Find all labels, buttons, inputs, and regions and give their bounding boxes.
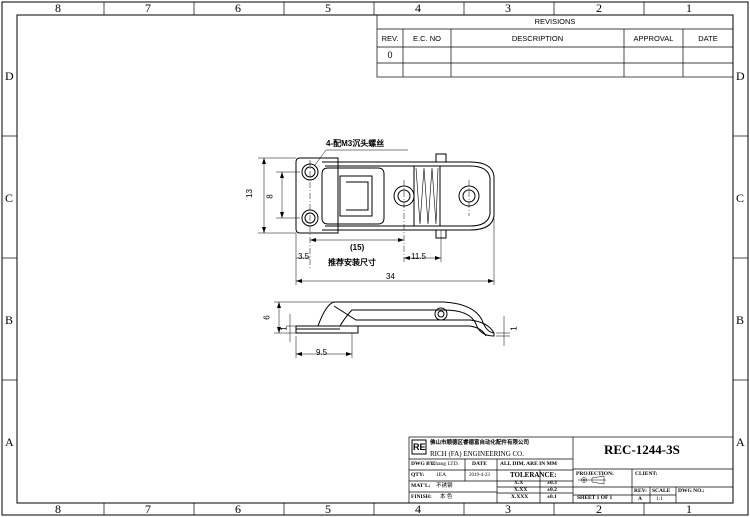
zone-left-c: C: [5, 191, 14, 205]
zone-top-1: 1: [686, 1, 692, 15]
zone-left-b: B: [5, 313, 14, 327]
zone-top-8: 8: [55, 1, 61, 15]
tolerance-label: TOLERANCE:: [510, 471, 557, 479]
dim-8: 8: [265, 194, 275, 199]
latch-top-view: [295, 153, 495, 239]
rev-value: A: [638, 496, 642, 502]
scale-value: 1:1: [656, 496, 664, 502]
matl-label: MAT'L:: [411, 483, 431, 489]
revisions-table: [376, 14, 734, 78]
dims-note: ALL DIM. ARE IN MM: [500, 461, 557, 467]
zone-bottom-1: 1: [686, 502, 692, 516]
company-name-en: RICH (FA) ENGINEERING CO.: [430, 450, 524, 458]
rev-header-date: DATE: [698, 34, 718, 43]
tol-val-2: ±0.2: [547, 487, 557, 493]
top-view-arrows: [262, 158, 494, 283]
rev-label: REV:: [634, 488, 647, 494]
dwg-no-label: DWG NO.:: [678, 488, 705, 494]
zone-bottom-3: 3: [505, 502, 511, 516]
rev-header-ec: E.C. NO: [413, 34, 441, 43]
zone-top-4: 4: [415, 1, 421, 15]
latch-side-view: [295, 301, 495, 337]
revisions-title: REVISIONS: [534, 17, 576, 26]
side-view-arrows: [277, 302, 352, 356]
zone-bottom-7: 7: [145, 502, 151, 516]
dwg-by-value: Zhang LTD.: [432, 461, 459, 467]
dim-11-5: 11.5: [411, 252, 426, 261]
zone-bottom-5: 5: [325, 502, 331, 516]
date-value: 2019-4-23: [469, 473, 490, 478]
zone-right-a: A: [736, 435, 745, 449]
dwg-by-label: DWG BY:: [411, 461, 436, 467]
dim-34: 34: [386, 272, 395, 281]
rev-header-rev: REV.: [381, 34, 399, 43]
dim-3-5: 3.5: [298, 252, 310, 261]
finish-label: FINISH:: [411, 494, 432, 500]
company-logo: RE: [413, 442, 426, 452]
zone-left-d: D: [5, 69, 14, 83]
zone-top-5: 5: [325, 1, 331, 15]
zone-right-d: D: [736, 69, 745, 83]
zone-bottom-8: 8: [55, 502, 61, 516]
tol-fmt-3: X.XXX: [511, 494, 529, 500]
zone-top-7: 7: [145, 1, 151, 15]
tol-fmt-2: X.XX: [514, 487, 528, 493]
dim-15: (15): [350, 243, 365, 252]
rev-header-approval: APPROVAL: [633, 34, 674, 43]
matl-value: 不锈钢: [436, 483, 453, 489]
date-label: DATE: [472, 461, 487, 467]
dim-9-5: 9.5: [316, 348, 328, 357]
zone-right-c: C: [736, 191, 745, 205]
client-label: CLIENT:: [635, 471, 658, 477]
dim-1-right: 1: [509, 326, 519, 331]
zone-top-3: 3: [505, 1, 511, 15]
dim-6: 6: [262, 315, 272, 320]
screw-callout: 4-配M3沉头螺丝: [326, 139, 385, 148]
tol-val-3: ±0.1: [547, 494, 557, 500]
rev-row-rev: 0: [387, 50, 393, 60]
dim-13: 13: [244, 189, 254, 198]
zone-bottom-4: 4: [415, 502, 421, 516]
tol-fmt-1: X.X: [514, 480, 524, 486]
dim-1-left: 1: [279, 326, 289, 331]
zone-left-a: A: [5, 435, 14, 449]
part-number: REC-1244-3S: [604, 442, 680, 457]
tol-val-1: ±0.3: [547, 480, 557, 486]
scale-label: SCALE: [652, 488, 671, 494]
zone-top-2: 2: [596, 1, 602, 15]
sheet-number: SHEET 1 OF 1: [577, 495, 613, 501]
install-note: 推荐安装尺寸: [328, 258, 376, 267]
finish-value: 本 色: [440, 494, 453, 500]
projection-label: PROJECTION:: [576, 471, 614, 477]
zone-bottom-6: 6: [235, 502, 241, 516]
company-name-cn: 佛山市顺德区睿德富自动化配件有限公司: [430, 440, 530, 446]
inner-frame: [16, 14, 734, 504]
zone-right-b: B: [736, 313, 745, 327]
rev-header-description: DESCRIPTION: [511, 34, 564, 43]
zone-bottom-2: 2: [596, 502, 602, 516]
qty-value: 1EA: [436, 472, 447, 478]
projection-symbol: [578, 475, 606, 485]
title-block: [408, 436, 734, 504]
zone-top-6: 6: [235, 1, 241, 15]
qty-label: QTY:: [411, 472, 425, 478]
top-view-dimensions: [258, 149, 495, 285]
